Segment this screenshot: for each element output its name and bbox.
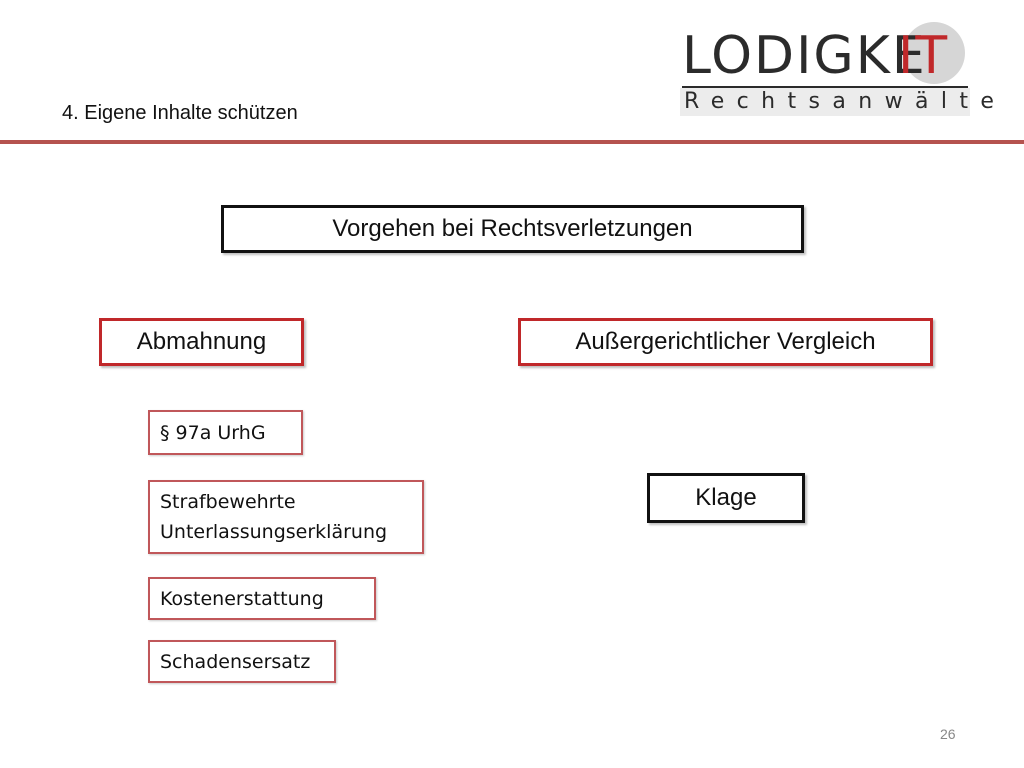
logo-main-text: LODIGKE xyxy=(682,26,927,86)
logo-accent-text: IT xyxy=(898,26,950,86)
logo-circle xyxy=(903,22,965,84)
kostenerstattung-box: Kostenerstattung xyxy=(148,577,376,620)
klage-box: Klage xyxy=(647,473,805,523)
section-title: 4. Eigene Inhalte schützen xyxy=(62,102,298,124)
urhg-box: § 97a UrhG xyxy=(148,410,303,455)
schadensersatz-box: Schadensersatz xyxy=(148,640,336,683)
header-rule xyxy=(0,140,1024,144)
page-number: 26 xyxy=(940,726,956,742)
unterlassung-box: Strafbewehrte Unterlassungserklärung xyxy=(148,480,424,554)
logo-bar xyxy=(682,86,968,89)
vergleich-box: Außergerichtlicher Vergleich xyxy=(518,318,933,366)
logo-subtitle: Rechtsanwälte xyxy=(680,88,994,116)
main-box: Vorgehen bei Rechtsverletzungen xyxy=(221,205,804,253)
abmahnung-box: Abmahnung xyxy=(99,318,304,366)
